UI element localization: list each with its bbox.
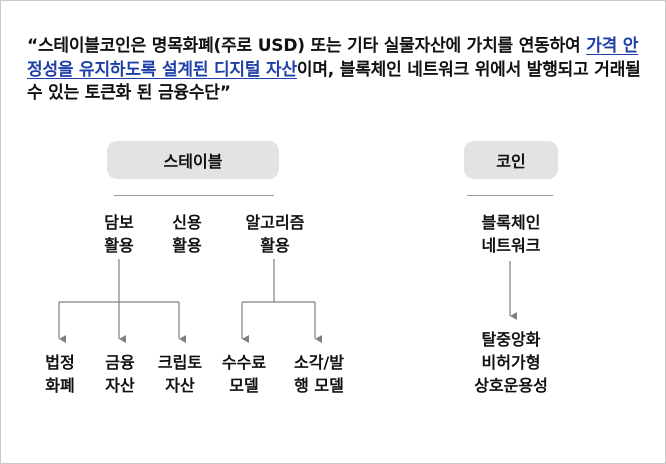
definition-part-2: 이며, 블록체인 네트워크 위에서 발행되고 거래될 수 있는 토큰화 된 금융… [27,59,641,104]
item-fiat-currency: 법정 화폐 [45,353,75,395]
coin-divider [467,195,553,196]
item-burn-mint-model: 소각/발 행 모델 [293,353,344,395]
definition-part-1: “스테이블코인은 명목화폐(주로 USD) 또는 기타 실물자산에 가치를 연동… [27,36,587,56]
item-fee-model: 수수료 모델 [221,353,267,395]
category-algorithm: 알고리즘 활용 [245,213,305,255]
coin-properties: 탈중앙화 비허가형 상호운용성 [474,330,548,395]
stable-title-box: 스테이블 [107,141,279,179]
item-financial-assets: 금융 자산 [105,353,135,395]
category-credit: 신용 활용 [172,213,202,255]
coin-title: 코인 [496,152,526,171]
coin-title-box: 코인 [464,141,558,179]
item-crypto-assets: 크립토 자산 [157,353,203,395]
category-collateral: 담보 활용 [104,213,134,255]
stable-title: 스테이블 [163,152,223,171]
definition-highlight: 가격 안정성을 유지하도록 설계된 디지털 자산 [27,36,639,80]
definition-text: “스테이블코인은 명목화폐(주로 USD) 또는 기타 실물자산에 가치를 연동… [27,35,647,106]
coin-category-blockchain-network: 블록체인 네트워크 [481,213,541,255]
stable-divider [114,195,274,196]
